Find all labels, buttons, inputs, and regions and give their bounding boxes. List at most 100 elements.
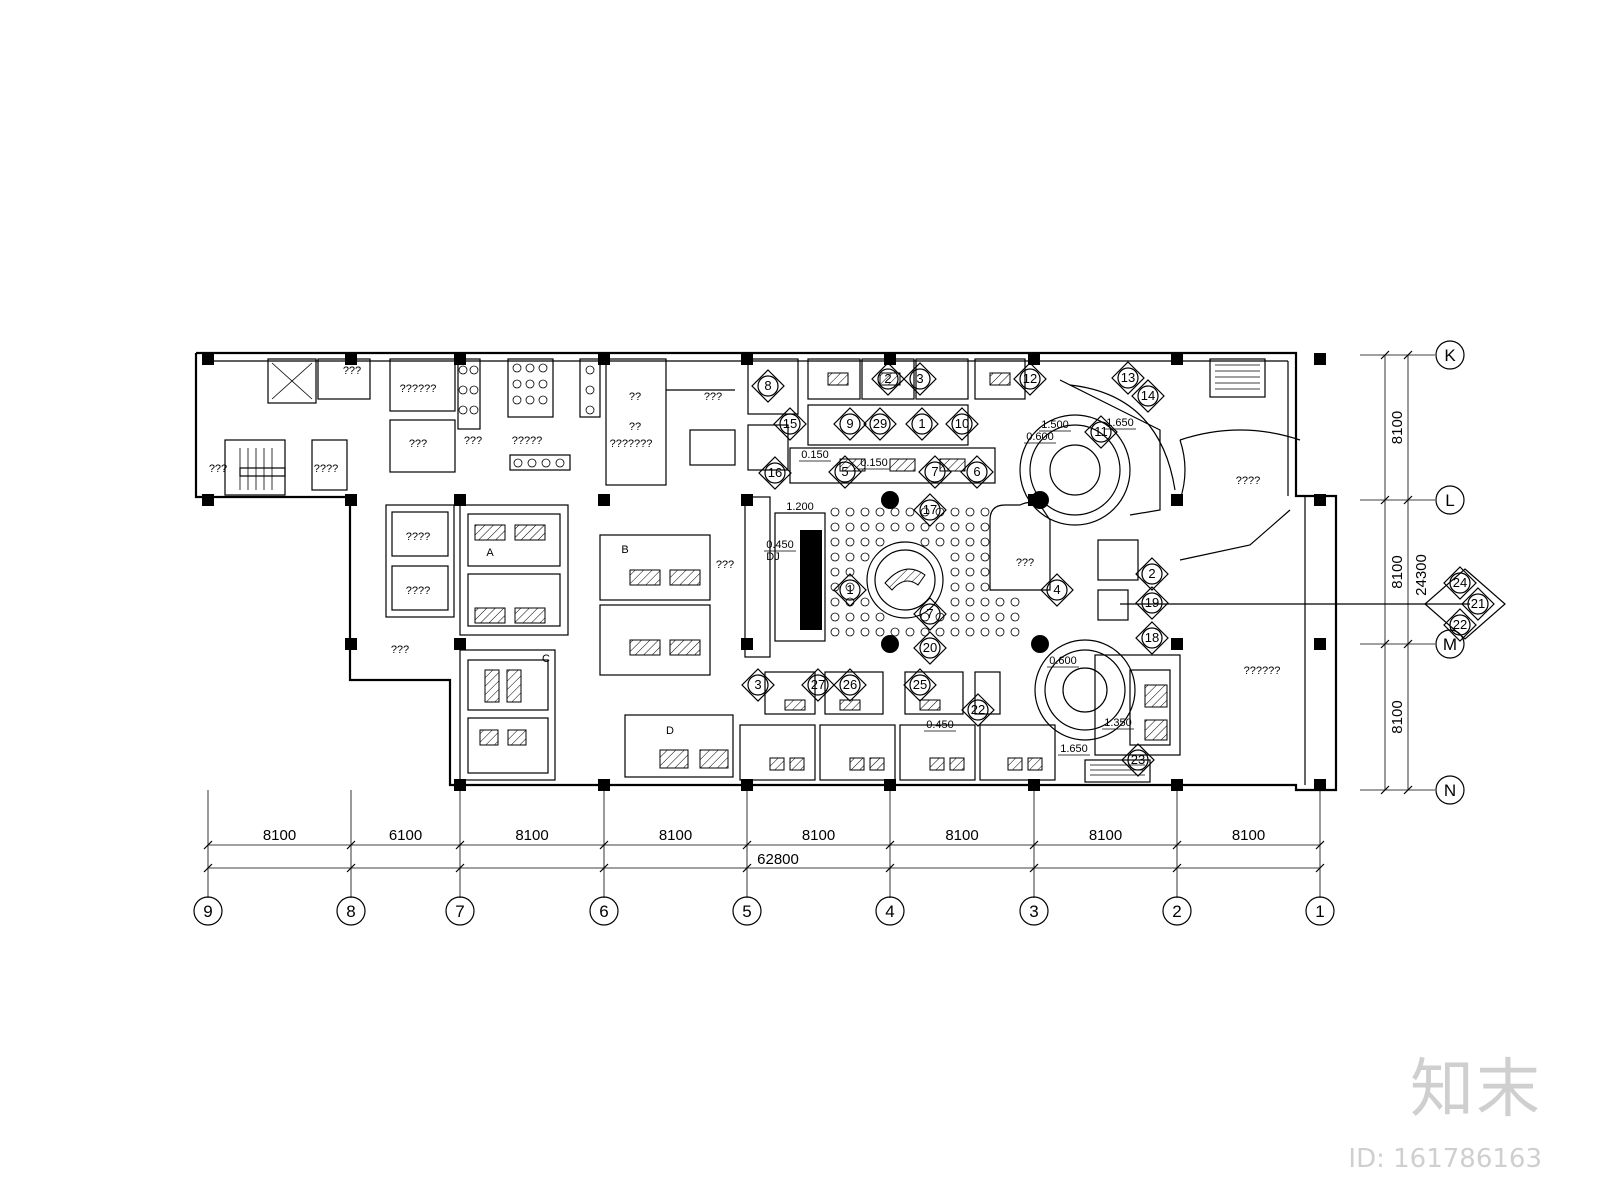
section-tag-label: 4 [1053, 582, 1060, 597]
section-tag: 7 [913, 597, 947, 631]
column [1314, 494, 1326, 506]
seat [950, 582, 960, 592]
section-tag-label: 16 [768, 465, 782, 480]
section-tag-label: 22 [1453, 617, 1467, 632]
hatched-furniture [474, 372, 1168, 771]
room-label: ??? [209, 463, 227, 475]
axis-label: 5 [742, 902, 751, 921]
seat [920, 537, 930, 547]
seat [875, 522, 885, 532]
section-tag-label: 1 [846, 582, 853, 597]
section-tag: 2 [1135, 557, 1169, 591]
seat [965, 567, 975, 577]
axis-bubble-3 [1019, 896, 1049, 926]
seat [965, 627, 975, 637]
round-lounge-bottom [1034, 639, 1136, 741]
span-dim: 8100 [1389, 700, 1406, 733]
column [598, 494, 610, 506]
seat [965, 582, 975, 592]
seat [980, 552, 990, 562]
room-label: A [486, 547, 494, 559]
column [1171, 779, 1183, 791]
column [1314, 638, 1326, 650]
section-tag-label: 14 [1141, 388, 1155, 403]
seat [845, 627, 855, 637]
room-label: ??????? [610, 438, 653, 450]
axis-bubble-K [1435, 340, 1465, 370]
room-label: ???? [1236, 475, 1260, 487]
column [1171, 353, 1183, 365]
seat [950, 597, 960, 607]
column [345, 494, 357, 506]
section-tag-label: 5 [841, 464, 848, 479]
seat [1010, 612, 1020, 622]
section-tag-label: 12 [1023, 371, 1037, 386]
axis-bubble-N [1435, 775, 1465, 805]
seat [845, 612, 855, 622]
axis-label: 3 [1029, 902, 1038, 921]
section-tag: 13 [1111, 361, 1145, 395]
seat [830, 522, 840, 532]
elevation-mark: 1.650 [1106, 417, 1134, 429]
toilet-fixtures [458, 363, 595, 468]
section-tag-label: 17 [923, 502, 937, 517]
section-tag-label: 23 [1131, 752, 1145, 767]
room-label: B [621, 544, 628, 556]
seat [995, 612, 1005, 622]
section-tag: 27 [801, 668, 835, 702]
section-tag: 9 [833, 407, 867, 441]
axis-bubble-4 [875, 896, 905, 926]
section-tag: 8 [751, 369, 785, 403]
span-dim: 8100 [1232, 827, 1265, 844]
watermark-id: ID: 161786163 [1348, 1144, 1542, 1174]
elevation-mark: 1.350 [1104, 717, 1132, 729]
column [741, 494, 753, 506]
axis-bubble-L [1435, 485, 1465, 515]
room-label: D [666, 725, 674, 737]
section-tag-label: 7 [926, 606, 933, 621]
elevation-mark: 0.600 [1049, 655, 1077, 667]
axis-label: M [1443, 635, 1457, 654]
column [1171, 494, 1183, 506]
seat [920, 522, 930, 532]
seat [845, 522, 855, 532]
span-dim: 8100 [263, 827, 296, 844]
seat [875, 627, 885, 637]
room-label: ???? [406, 585, 430, 597]
span-dim: 8100 [515, 827, 548, 844]
section-tag: 2 [871, 362, 905, 396]
room-label: ???? [314, 463, 338, 475]
section-tag: 17 [913, 493, 947, 527]
section-tag-label: 13 [1121, 370, 1135, 385]
seat [995, 627, 1005, 637]
axis-label: 7 [455, 902, 464, 921]
seat [845, 552, 855, 562]
column [1314, 779, 1326, 791]
column [884, 779, 896, 791]
section-tag: 1 [833, 573, 867, 607]
seat [860, 612, 870, 622]
axis-label: 8 [346, 902, 355, 921]
seat [920, 627, 930, 637]
span-dim: 6100 [389, 827, 422, 844]
axis-bubble-5 [732, 896, 762, 926]
room-labels: ????????????????????????????????????????… [209, 365, 1281, 737]
section-tag-label: 26 [843, 677, 857, 692]
axis-label: 6 [599, 902, 608, 921]
seat [965, 507, 975, 517]
seat [950, 507, 960, 517]
axis-bubble-2 [1162, 896, 1192, 926]
section-tag-label: 22 [971, 702, 985, 717]
span-dim: 8100 [1389, 411, 1406, 444]
structural-columns [202, 353, 1326, 791]
section-tag: 10 [945, 407, 979, 441]
section-tag-label: 2 [1148, 566, 1155, 581]
seat [860, 537, 870, 547]
seat [860, 597, 870, 607]
seat [980, 537, 990, 547]
span-dim: 8100 [945, 827, 978, 844]
central-bar [866, 541, 944, 619]
axis-label: K [1444, 346, 1456, 365]
